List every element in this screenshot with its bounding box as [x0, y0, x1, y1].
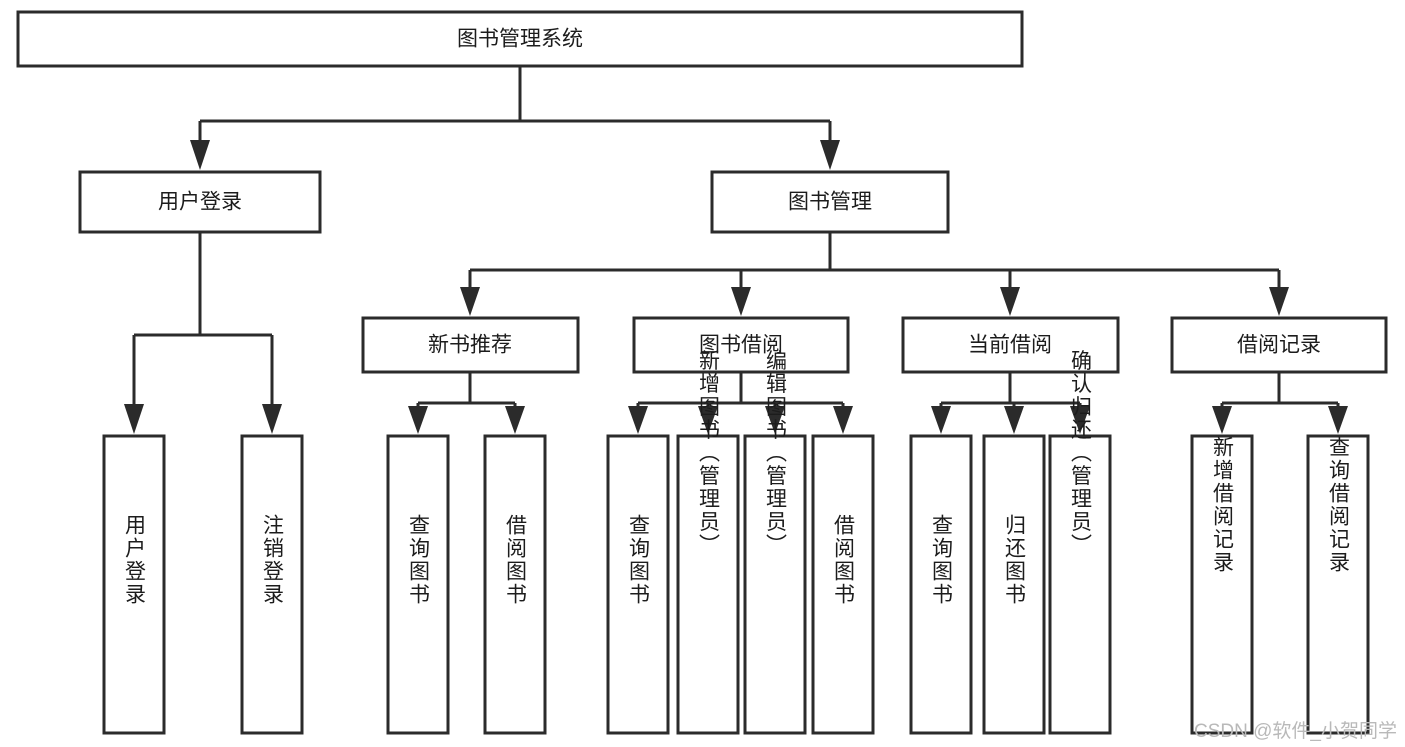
arrow-head-leaf-add-book	[698, 406, 718, 434]
leaf-return-book-label: 归还图书	[1003, 514, 1027, 606]
node-borrow-record-label: 借阅记录	[1237, 334, 1321, 357]
csdn-watermark: CSDN @软件_小贺同学	[1194, 721, 1397, 742]
arrow-head-leaf-borrow-book-1	[505, 406, 525, 434]
connector-group-new-book-rec	[408, 372, 525, 434]
leaf-user-login-label: 用户登录	[123, 514, 147, 606]
node-current-borrow-label: 当前借阅	[968, 334, 1052, 357]
leaf-edit-book[interactable]: 编辑图书（管理员）	[743, 350, 807, 735]
leaf-borrow-book-2-label: 借阅图书	[832, 514, 856, 606]
node-book-borrow-label: 图书借阅	[699, 334, 783, 357]
node-new-book-rec-label: 新书推荐	[428, 334, 512, 357]
node-user-login-label: 用户登录	[158, 191, 242, 214]
leaf-query-book-1-rect[interactable]	[386, 434, 450, 735]
leaf-confirm-return[interactable]: 确认归还（管理员）	[1048, 350, 1112, 735]
node-new-book-rec[interactable]: 新书推荐	[361, 316, 580, 374]
leaf-borrow-book-1[interactable]: 借阅图书	[483, 434, 547, 735]
connector-group-current-borrow	[931, 372, 1090, 434]
leaf-query-book-1[interactable]: 查询图书	[386, 434, 450, 735]
node-root-rect[interactable]	[16, 10, 1024, 68]
leaf-borrow-book-2-rect[interactable]	[811, 434, 875, 735]
node-borrow-record-rect[interactable]	[1170, 316, 1388, 374]
leaf-query-book-3[interactable]: 查询图书	[909, 434, 973, 735]
leaf-add-book[interactable]: 新增图书（管理员）	[676, 350, 740, 735]
arrow-head-book-mgmt	[820, 140, 840, 170]
node-root[interactable]: 图书管理系统	[16, 10, 1024, 68]
leaf-query-book-1-label: 查询图书	[407, 514, 431, 606]
node-borrow-record[interactable]: 借阅记录	[1170, 316, 1388, 374]
arrow-head-leaf-edit-book	[765, 406, 785, 434]
connector-group-user-login	[124, 232, 282, 434]
leaf-query-book-3-rect[interactable]	[909, 434, 973, 735]
leaf-query-book-2[interactable]: 查询图书	[606, 434, 670, 735]
leaf-logout[interactable]: 注销登录	[240, 434, 304, 735]
leaf-add-book-label: 新增图书（管理员）	[697, 350, 721, 557]
leaf-confirm-return-rect[interactable]	[1048, 434, 1112, 735]
arrow-head-user-login	[190, 140, 210, 170]
connector-group-borrow-record	[1212, 372, 1348, 434]
leaf-edit-book-label: 编辑图书（管理员）	[764, 350, 788, 557]
node-user-login[interactable]: 用户登录	[78, 170, 322, 234]
leaf-user-login[interactable]: 用户登录	[102, 434, 166, 735]
leaf-logout-rect[interactable]	[240, 434, 304, 735]
arrow-head-leaf-logout	[262, 404, 282, 434]
arrow-head-new-book-rec	[460, 287, 480, 316]
leaf-user-login-rect[interactable]	[102, 434, 166, 735]
arrow-head-leaf-borrow-book-2	[833, 406, 853, 434]
node-book-mgmt[interactable]: 图书管理	[710, 170, 950, 234]
leaf-query-record[interactable]: 查询借阅记录	[1306, 434, 1370, 735]
leaf-borrow-book-1-label: 借阅图书	[504, 514, 528, 606]
node-book-mgmt-rect[interactable]	[710, 170, 950, 234]
node-user-login-rect[interactable]	[78, 170, 322, 234]
leaf-edit-book-rect[interactable]	[743, 434, 807, 735]
arrow-head-leaf-query-book-3	[931, 406, 951, 434]
leaf-return-book[interactable]: 归还图书	[982, 434, 1046, 735]
arrow-head-leaf-return-book	[1004, 406, 1024, 434]
leaf-query-book-2-label: 查询图书	[627, 514, 651, 606]
leaf-query-book-3-label: 查询图书	[930, 514, 954, 606]
connector-group-book-borrow	[628, 372, 853, 434]
arrow-head-leaf-user-login	[124, 404, 144, 434]
leaf-query-record-label: 查询借阅记录	[1327, 436, 1351, 574]
arrow-head-leaf-add-record	[1212, 406, 1232, 434]
leaf-logout-label: 注销登录	[261, 514, 285, 606]
leaf-borrow-book-1-rect[interactable]	[483, 434, 547, 735]
arrow-head-leaf-confirm-return	[1070, 406, 1090, 434]
node-book-borrow[interactable]: 图书借阅	[632, 316, 850, 374]
connector-group-root	[190, 66, 840, 170]
leaf-add-record-rect[interactable]	[1190, 434, 1254, 735]
leaf-confirm-return-label: 确认归还（管理员）	[1069, 350, 1093, 557]
arrow-head-book-borrow	[731, 287, 751, 316]
arrow-head-current-borrow	[1000, 287, 1020, 316]
node-new-book-rec-rect[interactable]	[361, 316, 580, 374]
connector-group-book-mgmt	[460, 232, 1289, 316]
leaf-query-record-rect[interactable]	[1306, 434, 1370, 735]
node-book-borrow-rect[interactable]	[632, 316, 850, 374]
node-current-borrow-rect[interactable]	[901, 316, 1120, 374]
leaf-borrow-book-2[interactable]: 借阅图书	[811, 434, 875, 735]
node-root-label: 图书管理系统	[457, 28, 583, 51]
leaf-return-book-rect[interactable]	[982, 434, 1046, 735]
leaf-add-record-label: 新增借阅记录	[1211, 436, 1235, 574]
arrow-head-leaf-query-record	[1328, 406, 1348, 434]
node-book-mgmt-label: 图书管理	[788, 191, 872, 214]
leaf-add-record[interactable]: 新增借阅记录	[1190, 434, 1254, 735]
node-current-borrow[interactable]: 当前借阅	[901, 316, 1120, 374]
leaf-add-book-rect[interactable]	[676, 434, 740, 735]
arrow-head-leaf-query-book-2	[628, 406, 648, 434]
arrow-head-leaf-query-book-1	[408, 406, 428, 434]
leaf-query-book-2-rect[interactable]	[606, 434, 670, 735]
arrow-head-borrow-record	[1269, 287, 1289, 316]
